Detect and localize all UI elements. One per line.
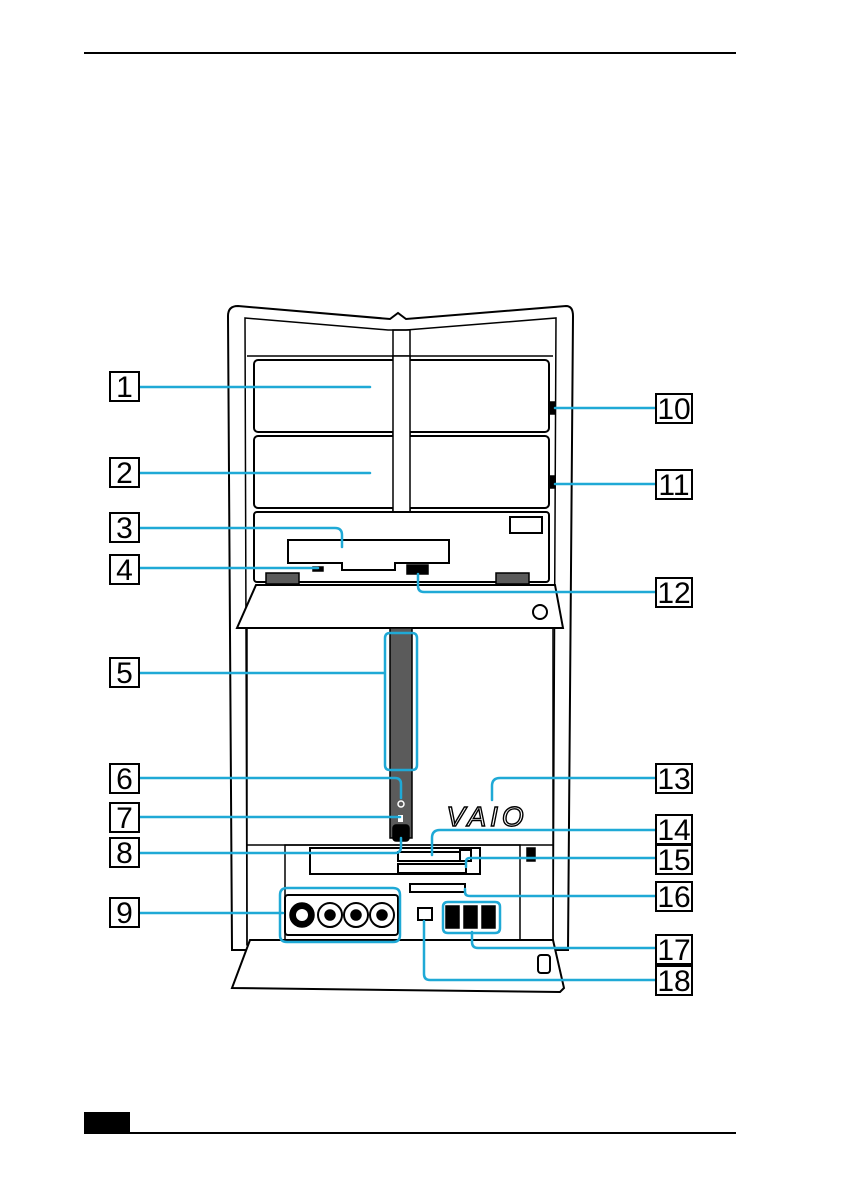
callout-12: 12	[656, 577, 692, 610]
callout-4: 4	[110, 554, 139, 587]
callout-18: 18	[656, 965, 692, 998]
callout-number: 16	[657, 881, 690, 914]
divider-overlay	[393, 356, 410, 512]
callout-15: 15	[656, 844, 692, 877]
callout-9: 9	[110, 897, 139, 930]
callout-number: 3	[116, 512, 133, 545]
ilink-port	[418, 908, 432, 920]
callout-number: 13	[657, 763, 690, 796]
callout-number: 7	[116, 802, 133, 835]
latch-left	[266, 573, 299, 584]
callout-16: 16	[656, 881, 692, 914]
callout-number: 15	[657, 844, 690, 877]
callout-number: 2	[116, 457, 133, 490]
usb-port-3	[482, 906, 495, 928]
usb-port-1	[446, 906, 459, 928]
memory-stick-slot	[410, 884, 465, 892]
callout-number: 14	[657, 814, 690, 847]
callout-number: 17	[657, 934, 690, 967]
callout-number: 6	[116, 763, 133, 796]
pc-card-slot-2	[398, 864, 466, 873]
callout-number: 1	[116, 371, 133, 404]
door-knob-lower	[538, 955, 550, 973]
callout-13: 13	[656, 763, 692, 796]
callout-7: 7	[110, 802, 139, 835]
callout-number: 11	[658, 469, 689, 502]
rca-port-1-inner	[325, 910, 335, 920]
callout-8: 8	[110, 837, 139, 870]
callout-number: 8	[116, 837, 133, 870]
callout-number: 5	[116, 657, 133, 690]
callout-number: 12	[657, 577, 690, 610]
callout-number: 4	[116, 554, 133, 587]
tower-illustration: VAIO	[228, 306, 573, 992]
eject-button-2	[550, 476, 555, 488]
callout-10: 10	[656, 393, 692, 426]
callout-5: 5	[110, 657, 139, 690]
callout-number: 9	[116, 897, 133, 930]
callout-3: 3	[110, 512, 139, 545]
callout-2: 2	[110, 457, 139, 490]
floppy-window	[510, 517, 542, 533]
floppy-eject-button	[407, 565, 428, 574]
latch-right	[496, 573, 529, 584]
callout-1: 1	[110, 371, 139, 404]
s-video-inner	[296, 909, 308, 921]
usb-port-2	[464, 906, 477, 928]
rca-port-3-inner	[377, 910, 387, 920]
callout-17: 17	[656, 934, 692, 967]
callout-11: 11	[656, 469, 692, 502]
door-knob-upper	[533, 605, 547, 619]
callout-number: 18	[657, 965, 690, 998]
callout-14: 14	[656, 814, 692, 847]
vaio-logo: VAIO	[446, 801, 527, 832]
rca-port-2-inner	[351, 910, 361, 920]
callout-number: 10	[657, 393, 690, 426]
callout-6: 6	[110, 763, 139, 796]
